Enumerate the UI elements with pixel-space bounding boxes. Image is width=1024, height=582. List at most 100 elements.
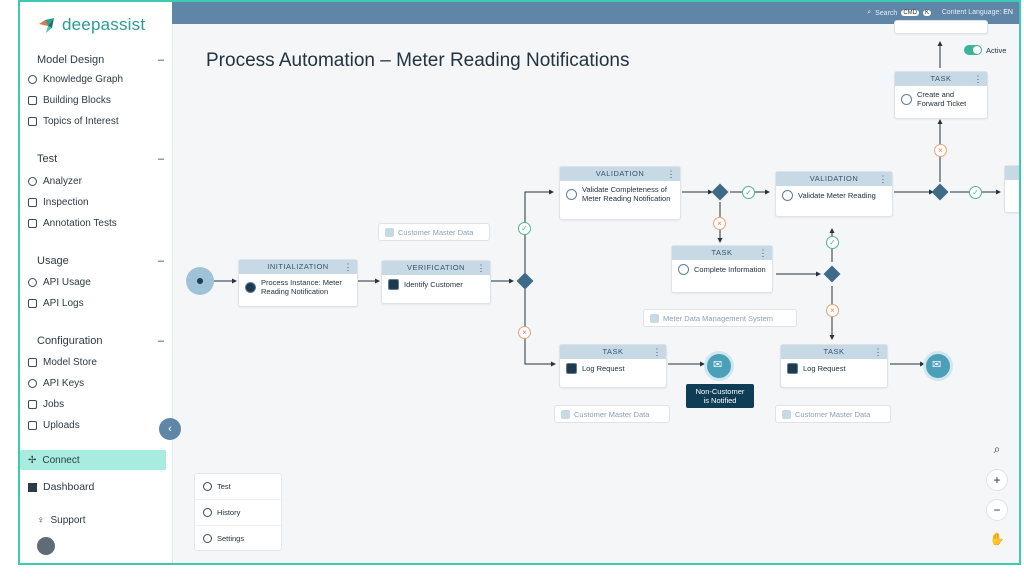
node-task-create-forward-ticket[interactable]: TASK⋮ Create and Forward Ticket bbox=[894, 71, 988, 119]
node-initialization[interactable]: INITIALIZATION⋮ Process Instance: Meter … bbox=[238, 259, 358, 307]
node-type: TASK bbox=[823, 347, 845, 356]
language-value: EN bbox=[1003, 9, 1013, 16]
pan-hand-button[interactable]: ✋ bbox=[989, 532, 1005, 546]
node-label: Validate Completeness of Meter Reading N… bbox=[582, 185, 671, 203]
sidebar-item-label: Jobs bbox=[43, 399, 65, 410]
node-label: Validate Meter Reading bbox=[798, 191, 876, 200]
node-offscreen-right[interactable] bbox=[1004, 165, 1019, 213]
sidebar-item-dashboard[interactable]: Dashboard bbox=[28, 481, 94, 493]
sidebar-item-label: Annotation Tests bbox=[43, 218, 117, 229]
menu-test[interactable]: Test bbox=[195, 474, 281, 500]
datasource-customer-master-data[interactable]: Customer Master Data bbox=[378, 223, 490, 241]
top-bar: ⌕ Search CMD K Content Language: EN bbox=[172, 2, 1019, 24]
sidebar-item-building-blocks[interactable]: Building Blocks bbox=[28, 95, 111, 106]
section-test[interactable]: Test bbox=[37, 153, 58, 165]
datasource-icon bbox=[650, 313, 659, 323]
datasource-customer-master-data-log2[interactable]: Customer Master Data bbox=[775, 405, 891, 423]
sidebar-item-knowledge-graph[interactable]: Knowledge Graph bbox=[28, 74, 123, 85]
end-event-email-2[interactable] bbox=[926, 354, 950, 378]
node-label: Create and Forward Ticket bbox=[917, 90, 967, 108]
sidebar-item-label: Inspection bbox=[43, 197, 89, 208]
sidebar-item-connect[interactable]: ✢Connect bbox=[20, 450, 166, 470]
node-label: Log Request bbox=[803, 364, 846, 373]
sidebar-item-inspection[interactable]: Inspection bbox=[28, 197, 89, 208]
node-task-log-request-2[interactable]: TASK ⋮ Log Request bbox=[780, 344, 888, 388]
node-type: INITIALIZATION bbox=[267, 262, 329, 271]
node-header: INITIALIZATION ⋮ bbox=[239, 260, 357, 274]
more-icon[interactable]: ⋮ bbox=[878, 174, 888, 184]
process-canvas[interactable]: Process Automation – Meter Reading Notif… bbox=[172, 20, 1019, 563]
menu-label: Test bbox=[217, 482, 231, 491]
no-cross-icon: × bbox=[518, 326, 531, 339]
node-validate-meter-reading[interactable]: VALIDATION⋮ Validate Meter Reading bbox=[775, 171, 893, 217]
sidebar-item-model-store[interactable]: Model Store bbox=[28, 357, 97, 368]
section-test-toggle[interactable]: – bbox=[157, 153, 164, 165]
section-configuration[interactable]: Configuration bbox=[37, 335, 103, 347]
sidebar-item-support[interactable]: ♀Support bbox=[37, 515, 86, 526]
no-cross-icon: × bbox=[713, 217, 726, 230]
node-offscreen-top[interactable] bbox=[894, 20, 988, 34]
log-icon bbox=[28, 299, 37, 308]
logo[interactable]: deepassist bbox=[36, 14, 145, 36]
more-icon[interactable]: ⋮ bbox=[758, 248, 768, 258]
sidebar-item-label: Building Blocks bbox=[43, 95, 111, 106]
sidebar-item-label: API Logs bbox=[43, 298, 84, 309]
usage-icon bbox=[28, 278, 37, 287]
menu-settings[interactable]: Settings bbox=[195, 526, 281, 551]
node-task-log-request-1[interactable]: TASK⋮ Log Request bbox=[559, 344, 667, 388]
connect-icon: ✢ bbox=[28, 454, 37, 466]
node-header bbox=[1005, 166, 1019, 180]
section-model-design[interactable]: Model Design bbox=[37, 54, 105, 66]
sidebar-item-topics-of-interest[interactable]: Topics of Interest bbox=[28, 116, 119, 127]
sidebar-item-api-usage[interactable]: API Usage bbox=[28, 277, 91, 288]
more-icon[interactable]: ⋮ bbox=[652, 347, 662, 357]
datasource-meter-data-management-system[interactable]: Meter Data Management System bbox=[643, 309, 797, 327]
avatar[interactable] bbox=[37, 537, 55, 555]
end-event-email-1[interactable] bbox=[707, 354, 731, 378]
chart-icon bbox=[28, 219, 37, 228]
collapse-sidebar-button[interactable]: ‹ bbox=[159, 418, 181, 440]
zoom-out-button[interactable]: − bbox=[986, 499, 1008, 521]
sidebar-item-analyzer[interactable]: Analyzer bbox=[28, 176, 82, 187]
content-language[interactable]: Content Language: EN bbox=[942, 9, 1013, 16]
more-icon[interactable]: ⋮ bbox=[476, 263, 486, 273]
more-icon[interactable]: ⋮ bbox=[973, 74, 983, 84]
start-icon bbox=[245, 281, 256, 293]
cube-icon bbox=[28, 358, 37, 367]
datasource-customer-master-data-log1[interactable]: Customer Master Data bbox=[554, 405, 670, 423]
search-button[interactable]: ⌕ Search CMD K bbox=[867, 9, 931, 17]
node-validation-completeness[interactable]: VALIDATION⋮ Validate Completeness of Met… bbox=[559, 166, 681, 220]
sidebar-item-api-logs[interactable]: API Logs bbox=[28, 298, 84, 309]
language-label: Content Language: bbox=[941, 9, 1002, 16]
sidebar-item-label: Model Store bbox=[43, 357, 97, 368]
sidebar-item-annotation-tests[interactable]: Annotation Tests bbox=[28, 218, 117, 229]
section-model-design-toggle[interactable]: – bbox=[157, 54, 164, 66]
node-task-complete-information[interactable]: TASK⋮ Complete Information bbox=[671, 245, 773, 293]
sidebar-item-jobs[interactable]: Jobs bbox=[28, 399, 64, 410]
sidebar-item-uploads[interactable]: Uploads bbox=[28, 420, 80, 431]
active-toggle[interactable] bbox=[964, 45, 982, 55]
page-title: Process Automation – Meter Reading Notif… bbox=[206, 50, 630, 71]
section-usage[interactable]: Usage bbox=[37, 255, 69, 267]
more-icon[interactable]: ⋮ bbox=[873, 347, 883, 357]
section-configuration-toggle[interactable]: – bbox=[157, 335, 164, 347]
zoom-search-button[interactable]: ⌕ bbox=[993, 442, 1001, 456]
node-header: VALIDATION⋮ bbox=[560, 167, 680, 181]
sidebar-item-label: Dashboard bbox=[43, 481, 95, 493]
canvas-menu: Test History Settings bbox=[194, 473, 282, 551]
menu-history[interactable]: History bbox=[195, 500, 281, 526]
start-event[interactable] bbox=[186, 267, 214, 295]
more-icon[interactable]: ⋮ bbox=[343, 262, 353, 272]
node-header: TASK ⋮ bbox=[672, 246, 772, 260]
node-verification[interactable]: VERIFICATION⋮ Identify Customer bbox=[381, 260, 491, 304]
upload-icon bbox=[28, 421, 37, 430]
section-usage-toggle[interactable]: – bbox=[157, 255, 164, 267]
more-icon[interactable]: ⋮ bbox=[666, 169, 676, 179]
sidebar-item-label: Topics of Interest bbox=[43, 116, 119, 127]
brand-bird-icon bbox=[39, 18, 54, 33]
task-icon bbox=[678, 264, 689, 275]
zoom-in-button[interactable]: + bbox=[986, 469, 1008, 491]
node-type: TASK bbox=[711, 248, 733, 257]
globe-icon bbox=[28, 75, 37, 84]
sidebar-item-api-keys[interactable]: API Keys bbox=[28, 378, 84, 389]
